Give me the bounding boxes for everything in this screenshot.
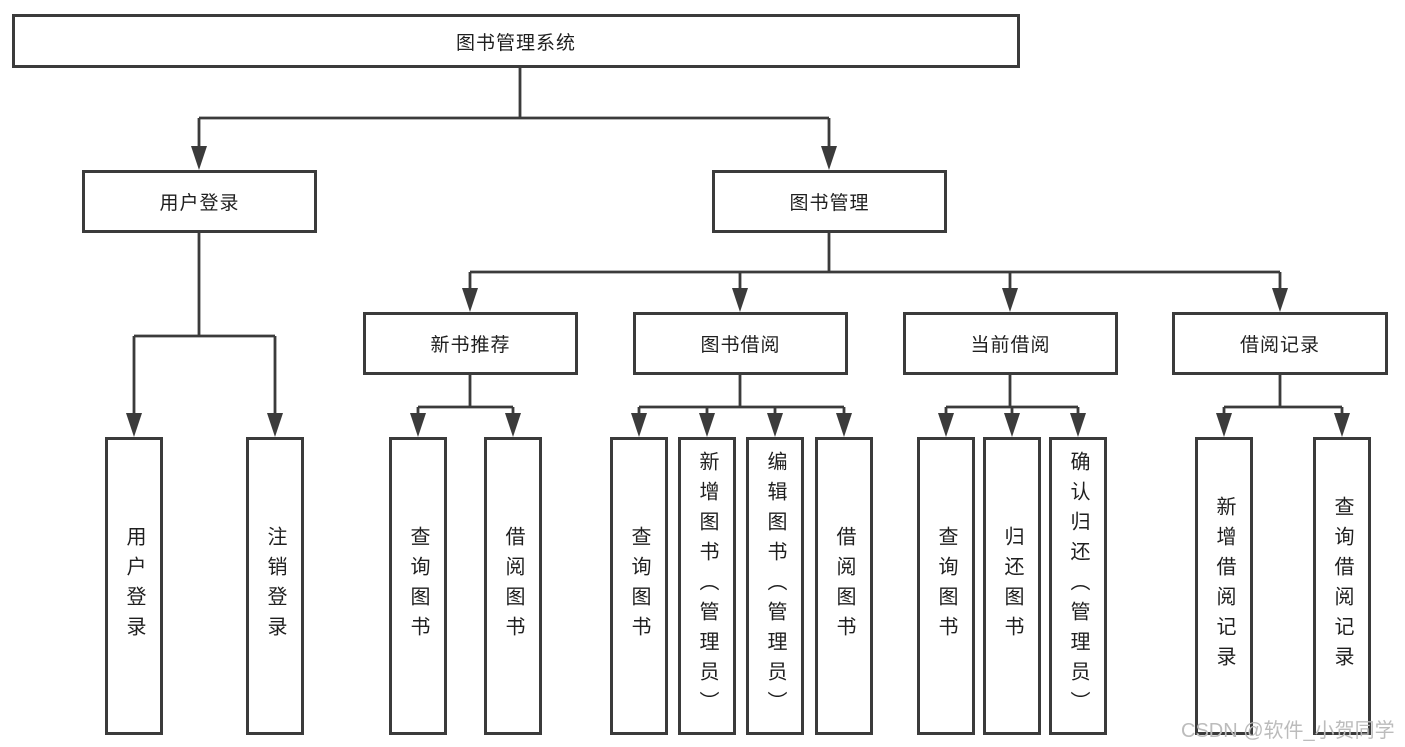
node-label: 查询图书 <box>628 526 650 646</box>
node-label: 图书管理系统 <box>455 32 576 54</box>
node-label: 编辑图书（管理员） <box>764 451 786 721</box>
node-label: 借阅图书 <box>502 526 524 646</box>
node-label: 新增图书（管理员） <box>696 451 718 721</box>
node-label: 图书管理 <box>789 193 870 214</box>
node-label: 查询图书 <box>407 526 429 646</box>
node-label: 确认归还（管理员） <box>1067 451 1089 721</box>
node-current-borrowing: 当前借阅 <box>903 312 1118 375</box>
leaf-logout: 注销登录 <box>246 437 304 735</box>
node-user-login-module: 用户登录 <box>82 170 317 233</box>
node-label: 新书推荐 <box>430 335 511 356</box>
node-label: 新增借阅记录 <box>1213 496 1235 676</box>
node-label: 用户登录 <box>159 193 240 214</box>
node-label: 归还图书 <box>1001 526 1023 646</box>
leaf-add-books-admin: 新增图书（管理员） <box>678 437 736 735</box>
node-label: 图书借阅 <box>700 335 781 356</box>
node-book-management-module: 图书管理 <box>712 170 947 233</box>
leaf-query-books: 查询图书 <box>389 437 447 735</box>
node-label: 借阅记录 <box>1239 335 1320 356</box>
node-label: 查询借阅记录 <box>1331 496 1353 676</box>
node-label: 用户登录 <box>123 526 145 646</box>
node-new-book-recommend: 新书推荐 <box>363 312 578 375</box>
leaf-query-books: 查询图书 <box>917 437 975 735</box>
leaf-confirm-return-admin: 确认归还（管理员） <box>1049 437 1107 735</box>
node-borrowing-records: 借阅记录 <box>1172 312 1388 375</box>
leaf-borrow-books: 借阅图书 <box>815 437 873 735</box>
leaf-user-login: 用户登录 <box>105 437 163 735</box>
leaf-query-books: 查询图书 <box>610 437 668 735</box>
leaf-query-borrow-record: 查询借阅记录 <box>1313 437 1371 735</box>
node-label: 当前借阅 <box>970 335 1051 356</box>
arrowhead-icons <box>126 146 1350 437</box>
node-book-borrowing: 图书借阅 <box>633 312 848 375</box>
node-label: 注销登录 <box>264 526 286 646</box>
leaf-edit-books-admin: 编辑图书（管理员） <box>746 437 804 735</box>
node-system-root: 图书管理系统 <box>12 14 1020 68</box>
node-label: 查询图书 <box>935 526 957 646</box>
csdn-watermark: CSDN @软件_小贺同学 <box>1181 720 1395 742</box>
node-label: 借阅图书 <box>833 526 855 646</box>
leaf-add-borrow-record: 新增借阅记录 <box>1195 437 1253 735</box>
leaf-return-books: 归还图书 <box>983 437 1041 735</box>
leaf-borrow-books: 借阅图书 <box>484 437 542 735</box>
